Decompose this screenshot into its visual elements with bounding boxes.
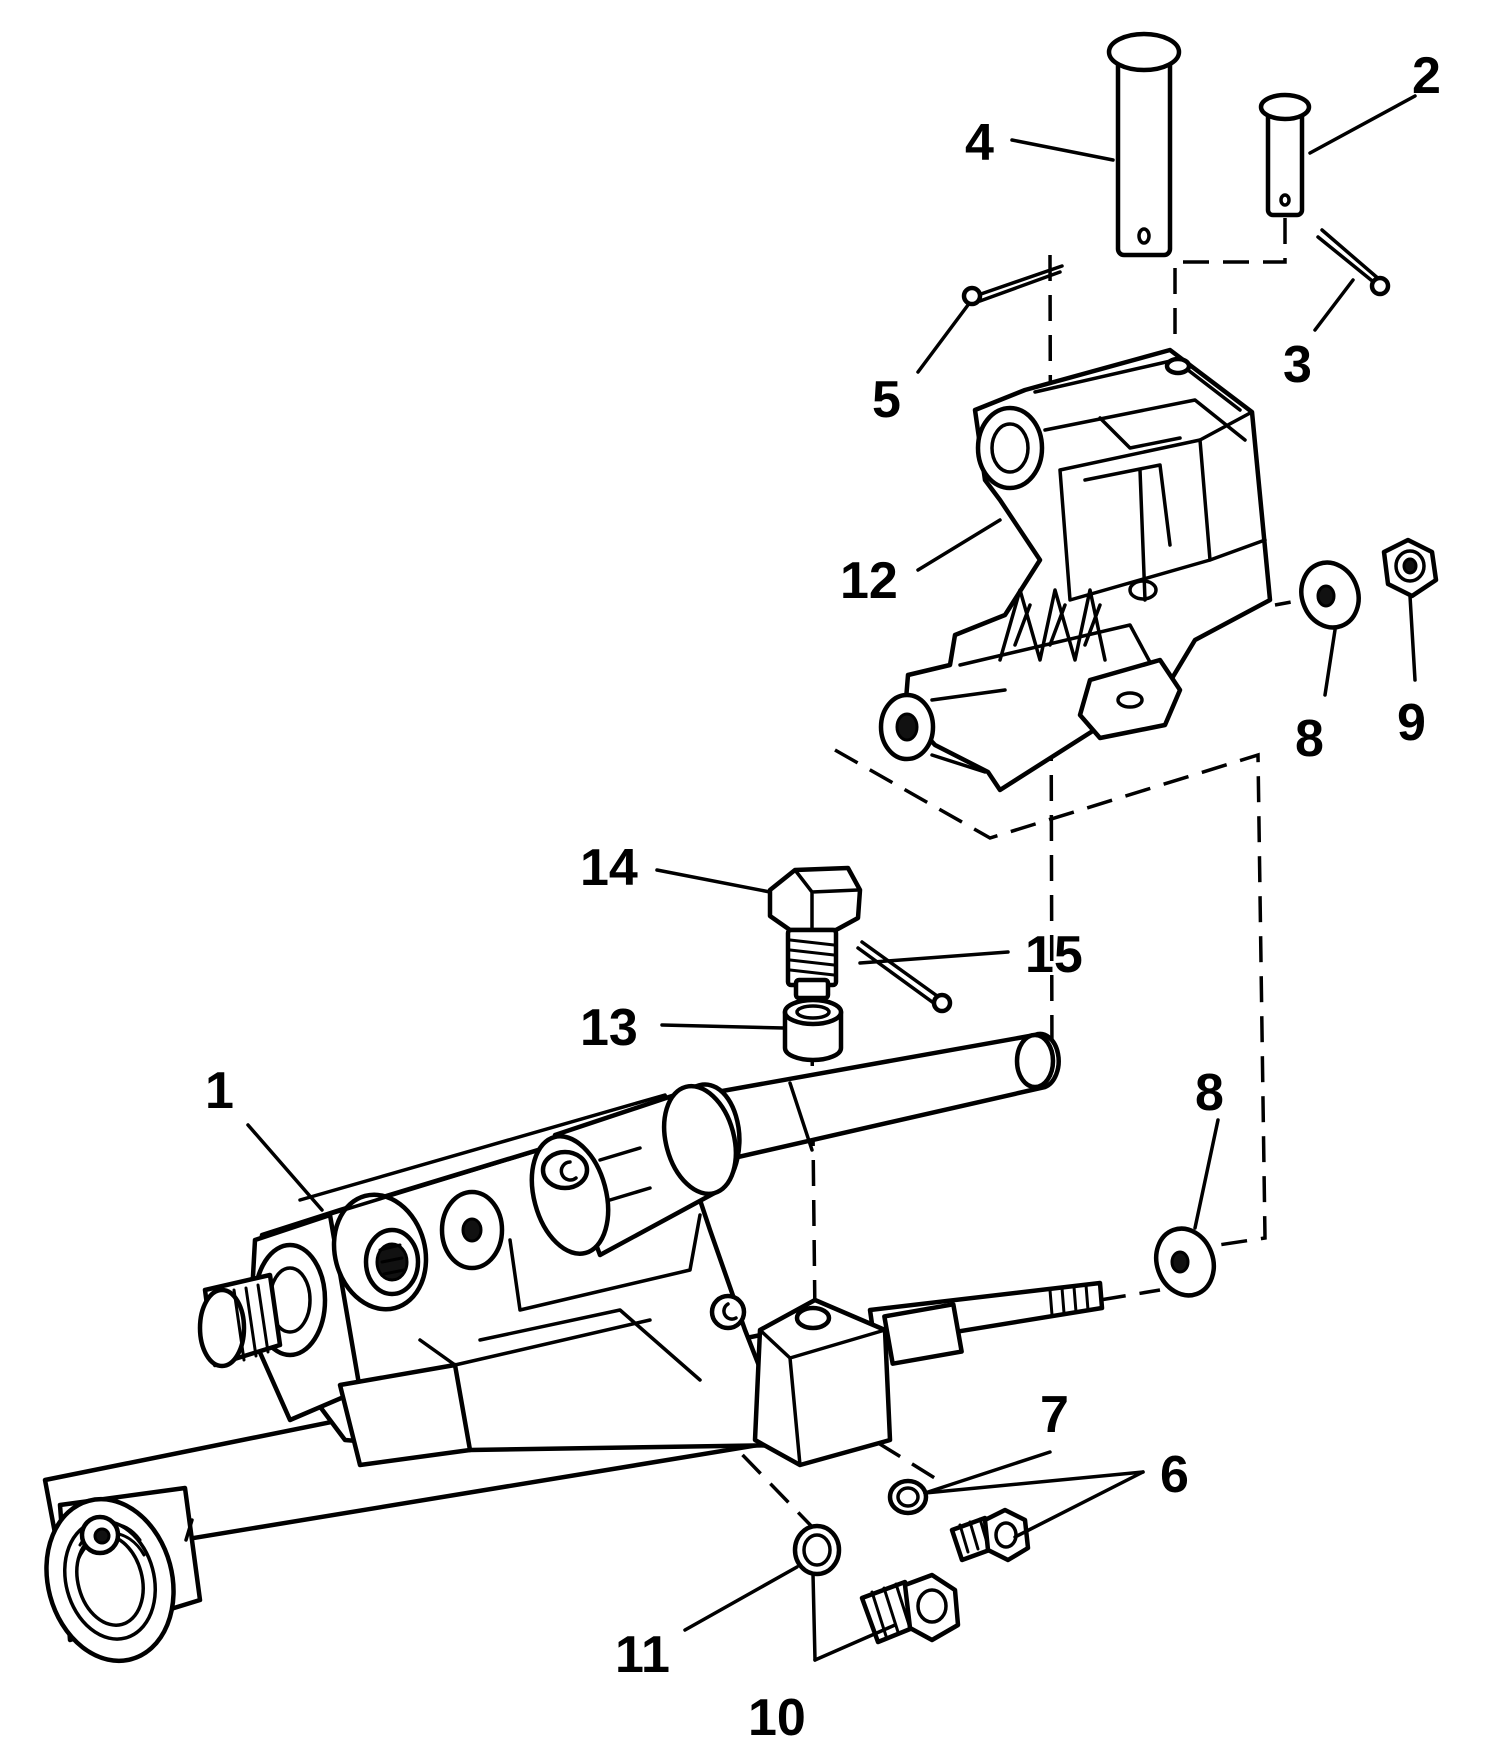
callout-labels: 1 2 3 4 5 6 7 8 8 9 10 11 12 13 14 15 (205, 47, 1441, 1747)
part-8-washer-lower (1153, 1226, 1217, 1298)
part-6-fitting (949, 1507, 1031, 1563)
callout-11: 11 (615, 1626, 670, 1684)
part-15-cotter-pin (856, 940, 953, 1014)
callout-12: 12 (840, 552, 898, 610)
callout-5: 5 (872, 371, 901, 429)
callout-3: 3 (1283, 336, 1312, 394)
callout-10: 10 (748, 1689, 806, 1747)
callout-14: 14 (580, 839, 638, 897)
part-8-washer-upper (1299, 560, 1361, 630)
part-12-mounting-bracket (878, 347, 1273, 793)
part-9-hex-nut (1381, 537, 1439, 599)
part-4-clevis-pin-large (1106, 31, 1182, 258)
part-13-bushing (782, 997, 844, 1063)
part-7-o-ring (887, 1478, 929, 1516)
leader-lines (246, 94, 1417, 1662)
callout-13: 13 (580, 999, 638, 1057)
callout-4: 4 (965, 114, 994, 172)
callout-1: 1 (205, 1062, 234, 1120)
callout-6: 6 (1160, 1446, 1189, 1504)
part-11-o-ring (792, 1523, 842, 1577)
callout-7: 7 (1040, 1386, 1069, 1444)
callout-8-upper: 8 (1295, 710, 1324, 768)
callout-9: 9 (1397, 694, 1426, 752)
part-2-clevis-pin-small (1258, 92, 1312, 218)
callout-8-lower: 8 (1195, 1064, 1224, 1122)
part-1-main-housing (42, 1031, 1105, 1664)
part-5-cotter-pin (961, 264, 1064, 307)
part-3-cotter-pin (1316, 228, 1391, 297)
part-14-hex-bolt (767, 865, 863, 1001)
callout-2: 2 (1412, 47, 1441, 105)
callout-15: 15 (1025, 926, 1083, 984)
